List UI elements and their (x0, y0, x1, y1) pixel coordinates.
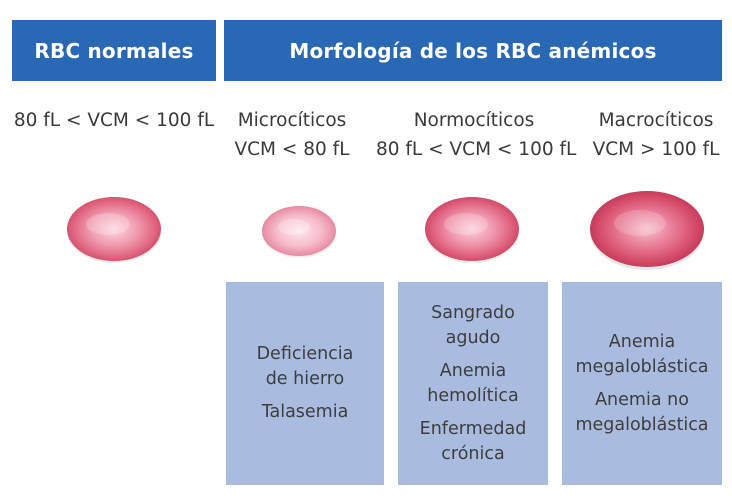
vcm-macro-line-1: Macrocíticos (598, 110, 714, 131)
causes-box-microciticos: Deficiencia de hierro Talasemia (226, 282, 384, 485)
cause-text: Deficiencia (256, 344, 354, 364)
vcm-macro-line-2: VCM > 100 fL (592, 139, 720, 160)
cause-anemia-no-megaloblastica: Anemia no megaloblástica (575, 388, 708, 438)
cause-text: hemolítica (427, 385, 519, 406)
rbc-normal-illustration (67, 197, 161, 263)
vcm-normal: 80 fL < VCM < 100 fL (12, 106, 216, 135)
vcm-micro-line-1: Microcíticos (237, 110, 347, 131)
cause-anemia-hemolitica: Anemia hemolítica (427, 359, 518, 409)
cause-text: megaloblástica (575, 356, 709, 377)
cause-deficiencia-de-hierro: Deficiencia de hierro (257, 342, 354, 392)
vcm-normal-line-1: 80 fL < VCM < 100 fL (13, 110, 215, 131)
vcm-macrociticos: Macrocíticos VCM > 100 fL (582, 106, 730, 164)
cause-text: Sangrado (431, 302, 515, 323)
cause-enfermedad-cronica: Enfermedad crónica (420, 417, 527, 467)
causes-box-macrociticos: Anemia megaloblástica Anemia no megalobl… (562, 282, 722, 485)
cause-text: Anemia (608, 331, 676, 352)
cause-text: Anemia no (595, 389, 689, 410)
cause-text: Anemia (439, 360, 507, 381)
cause-talasemia: Talasemia (262, 400, 349, 425)
header-rbc-normales: RBC normales (12, 20, 216, 81)
vcm-normo-line-1: Normocíticos (413, 110, 535, 131)
rbc-microcitico-illustration (262, 206, 336, 258)
cause-text: megaloblástica (575, 414, 709, 435)
cause-text: Enfermedad (419, 418, 527, 439)
causes-box-normociticos: Sangrado agudo Anemia hemolítica Enferme… (398, 282, 548, 485)
vcm-normo-line-2: 80 fL < VCM < 100 fL (376, 139, 577, 160)
cause-text: crónica (441, 443, 505, 464)
rbc-normocitico-illustration (425, 197, 519, 263)
rbc-macrocitico-illustration (590, 191, 704, 270)
cause-text: Talasemia (261, 402, 349, 422)
cause-anemia-megaloblastica: Anemia megaloblástica (575, 330, 708, 380)
vcm-normociticos: Normocíticos 80 fL < VCM < 100 fL (376, 106, 577, 164)
cause-text: de hierro (265, 369, 345, 389)
cause-text: agudo (445, 327, 501, 348)
vcm-micro-line-2: VCM < 80 fL (234, 139, 350, 160)
vcm-microciticos: Microcíticos VCM < 80 fL (226, 106, 358, 164)
cause-sangrado-agudo: Sangrado agudo (431, 301, 515, 351)
header-morfologia-anemicos: Morfología de los RBC anémicos (224, 20, 722, 81)
